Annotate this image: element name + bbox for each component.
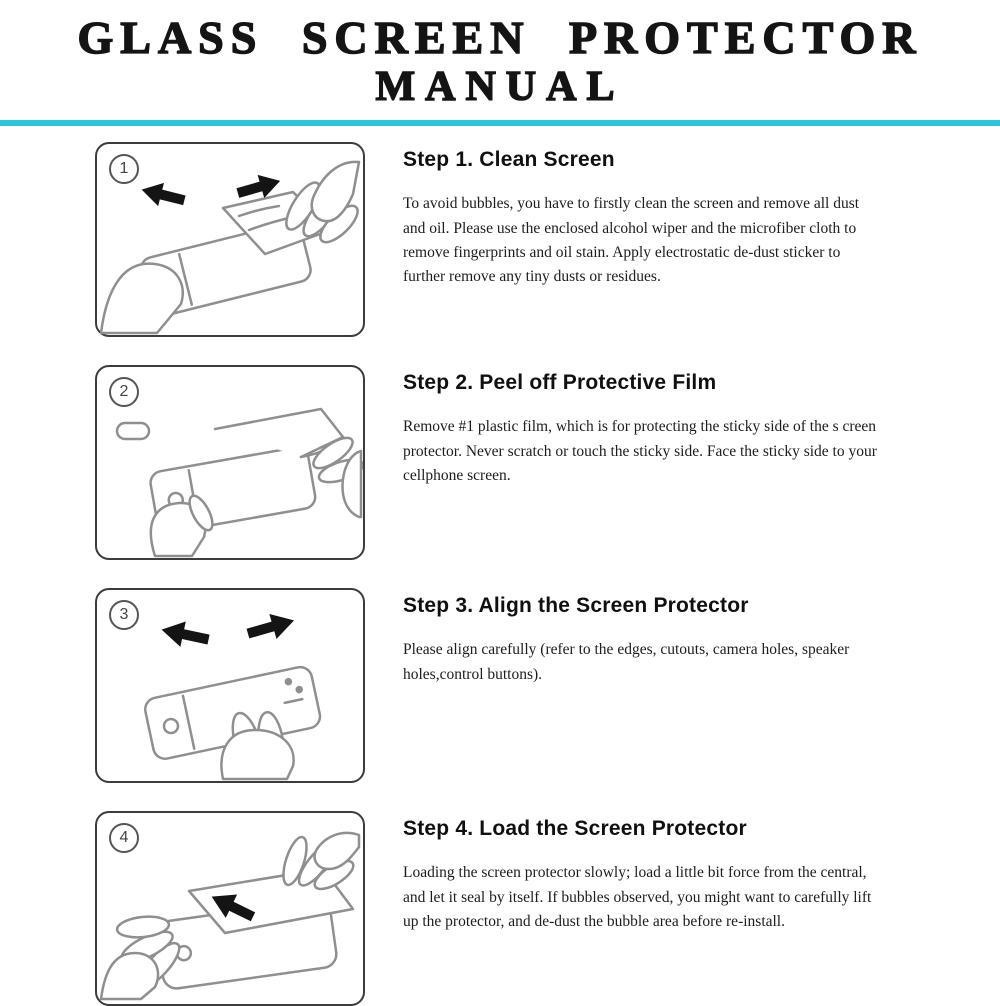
holding-hand-icon (220, 711, 295, 781)
step-4-text: Step 4. Load the Screen Protector Loadin… (403, 811, 885, 933)
step-2-body: Remove #1 plastic film, which is for pro… (403, 418, 877, 484)
load-protector-illustration-svg (99, 832, 361, 1001)
step-2-number-badge: 2 (109, 377, 139, 408)
wipe-left-arrow-icon (141, 183, 186, 207)
step-4-row: 4 (95, 811, 1000, 1006)
manual-title: GLASS SCREEN PROTECTOR MANUAL (0, 0, 1000, 112)
step-4-heading: Step 4. Load the Screen Protector (403, 817, 747, 841)
step-1-heading: Step 1. Clean Screen (403, 148, 615, 172)
step-1-number-badge: 1 (109, 154, 139, 185)
step-3-illustration: 3 (95, 588, 365, 784)
step-1-text: Step 1. Clean Screen To avoid bubbles, y… (403, 142, 885, 288)
peel-film-illustration-svg (115, 408, 363, 558)
step-3-text: Step 3. Align the Screen Protector Pleas… (403, 588, 885, 686)
clean-screen-illustration-svg (99, 161, 361, 335)
pinching-hand-icon (312, 437, 363, 519)
step-1-row: 1 (95, 142, 1000, 338)
step-4-number-badge: 4 (109, 823, 139, 854)
wipe-right-arrow-icon (236, 175, 281, 199)
accent-divider (0, 120, 1000, 127)
step-3-heading: Step 3. Align the Screen Protector (403, 594, 749, 618)
step-1-body: To avoid bubbles, you have to firstly cl… (403, 195, 860, 285)
align-protector-illustration-svg (144, 614, 322, 781)
step-3-body: Please align carefully (refer to the edg… (403, 641, 850, 683)
step-2-text: Step 2. Peel off Protective Film Remove … (403, 365, 885, 487)
pressing-hand-icon (282, 832, 361, 891)
press-arrow-icon (211, 895, 256, 922)
hand-icon (285, 161, 361, 244)
protector-sheet-icon (187, 868, 355, 935)
step-2-row: 2 (95, 365, 1000, 561)
spread-hand-icon (99, 915, 181, 1001)
arm-icon (99, 262, 184, 335)
step-3-row: 3 (95, 588, 1000, 784)
step-1-illustration: 1 (95, 142, 365, 338)
align-right-arrow-icon (246, 614, 295, 640)
step-4-body: Loading the screen protector slowly; loa… (403, 864, 872, 930)
step-4-illustration: 4 (95, 811, 365, 1006)
step-2-heading: Step 2. Peel off Protective Film (403, 371, 717, 395)
holding-hand-icon (149, 495, 214, 558)
title-line-2: MANUAL (375, 64, 625, 112)
step-2-illustration: 2 (95, 365, 365, 561)
align-left-arrow-icon (161, 621, 210, 648)
film-roll-icon (115, 422, 151, 441)
steps-list: 1 (0, 142, 1000, 1006)
step-3-number-badge: 3 (109, 600, 139, 631)
title-line-1: GLASS SCREEN PROTECTOR (77, 12, 923, 63)
